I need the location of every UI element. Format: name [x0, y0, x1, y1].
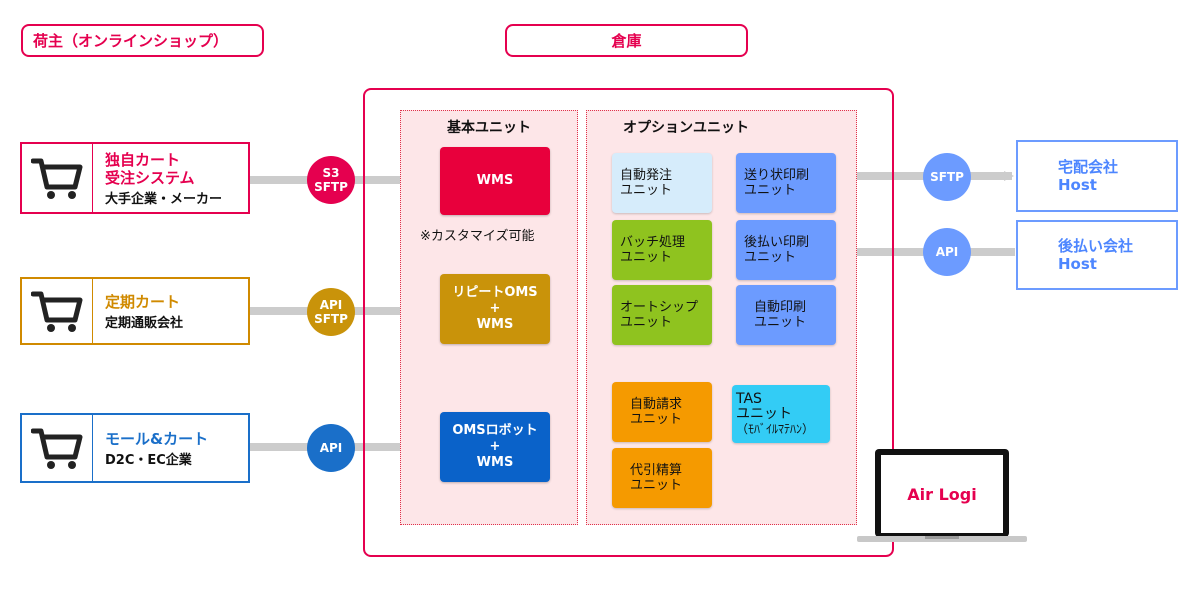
source-title-2: 受注システム	[105, 169, 195, 187]
unit-label: 送り状印刷	[744, 168, 810, 183]
delivery-company-host: 宅配会社 Host	[1016, 140, 1178, 212]
unit-label: （ﾓﾊﾞｲﾙﾏﾃﾊﾝ）	[736, 421, 815, 436]
badge-line: API	[319, 298, 343, 312]
unit-label: ユニット	[620, 250, 673, 265]
unit-batch-processing: バッチ処理 ユニット	[612, 220, 712, 280]
badge-line: SFTP	[930, 170, 964, 184]
unit-auto-order: 自動発注 ユニット	[612, 153, 712, 213]
unit-auto-print: 自動印刷 ユニット	[736, 285, 836, 345]
protocol-badge-api-sftp: API SFTP	[307, 288, 355, 336]
badge-line: API	[319, 441, 343, 455]
unit-label: ユニット	[620, 183, 673, 198]
repeat-oms-wms-box: リピートOMS + WMS	[440, 274, 550, 344]
source-title: 定期カート	[105, 293, 181, 311]
badge-line: SFTP	[314, 180, 348, 194]
source-title: モール&カート	[105, 430, 209, 448]
badge-line: SFTP	[314, 312, 348, 326]
host-title: 宅配会社	[1058, 158, 1119, 176]
unit-label: ユニット	[620, 315, 673, 330]
unit-cod-settlement: 代引精算 ユニット	[612, 448, 712, 508]
wms-label: WMS	[476, 317, 514, 332]
unit-label: ユニット	[736, 405, 792, 422]
shipper-header: 荷主（オンラインショップ）	[21, 24, 264, 57]
protocol-badge-sftp-right: SFTP	[923, 153, 971, 201]
warehouse-header-label: 倉庫	[611, 32, 642, 50]
oms-robot-wms-box: OMSロボット + WMS	[440, 412, 550, 482]
unit-label: 後払い印刷	[744, 235, 810, 250]
unit-label: ユニット	[630, 412, 683, 427]
source-title: 独自カート	[105, 151, 181, 169]
cart-icon-cell	[22, 415, 93, 481]
shopping-cart-icon	[31, 428, 83, 469]
shopping-cart-icon	[31, 291, 83, 332]
unit-label: 自動発注	[620, 168, 673, 183]
badge-line: S3	[322, 166, 340, 180]
source-mall-cart: モール&カート D2C・EC企業	[20, 413, 250, 483]
badge-line: API	[935, 245, 959, 259]
customizable-note: ※カスタマイズ可能	[420, 229, 535, 244]
wms-label: WMS	[476, 173, 514, 188]
option-unit-title: オプションユニット	[623, 120, 749, 136]
shipper-header-label: 荷主（オンラインショップ）	[33, 32, 229, 50]
unit-label: ユニット	[754, 315, 807, 330]
postpay-company-host: 後払い会社 Host	[1016, 220, 1178, 290]
protocol-badge-api: API	[307, 424, 355, 472]
source-subscription-cart: 定期カート 定期通販会社	[20, 277, 250, 345]
warehouse-frame	[363, 88, 894, 557]
unit-label: 自動請求	[630, 397, 683, 412]
unit-label: ユニット	[744, 250, 797, 265]
host-title: 後払い会社	[1058, 237, 1134, 255]
host-label: Host	[1058, 176, 1097, 194]
shopping-cart-icon	[31, 158, 83, 199]
protocol-badge-api-right: API	[923, 228, 971, 276]
source-subtitle: 定期通販会社	[105, 316, 184, 331]
source-subtitle: 大手企業・メーカー	[105, 192, 223, 207]
unit-label: TAS	[736, 390, 762, 407]
warehouse-header: 倉庫	[505, 24, 748, 57]
unit-label: 代引精算	[630, 463, 683, 478]
oms-robot-label: OMSロボット	[452, 423, 538, 438]
unit-label: オートシップ	[620, 300, 699, 315]
protocol-badge-s3-sftp: S3 SFTP	[307, 156, 355, 204]
basic-unit-title: 基本ユニット	[447, 120, 531, 136]
unit-label: ユニット	[630, 478, 683, 493]
plus-label: +	[489, 439, 501, 454]
unit-tas-mobile: TAS ユニット （ﾓﾊﾞｲﾙﾏﾃﾊﾝ）	[732, 385, 830, 443]
unit-label: ユニット	[744, 183, 797, 198]
laptop-icon	[857, 449, 1027, 542]
unit-label: 自動印刷	[754, 300, 807, 315]
source-custom-cart: 独自カート 受注システム 大手企業・メーカー	[20, 142, 250, 214]
unit-auto-billing: 自動請求 ユニット	[612, 382, 712, 442]
cart-icon-cell	[22, 279, 93, 343]
wms-label: WMS	[476, 455, 514, 470]
cart-icon-cell	[22, 144, 93, 212]
source-subtitle: D2C・EC企業	[105, 453, 192, 468]
air-logi-label: Air Logi	[907, 485, 977, 504]
unit-autoship: オートシップ ユニット	[612, 285, 712, 345]
unit-shipping-label-print: 送り状印刷 ユニット	[736, 153, 836, 213]
unit-label: バッチ処理	[620, 235, 686, 250]
plus-label: +	[489, 301, 501, 316]
wms-box: WMS	[440, 147, 550, 215]
repeat-oms-label: リピートOMS	[452, 285, 538, 300]
host-label: Host	[1058, 255, 1097, 273]
unit-postpay-print: 後払い印刷 ユニット	[736, 220, 836, 280]
